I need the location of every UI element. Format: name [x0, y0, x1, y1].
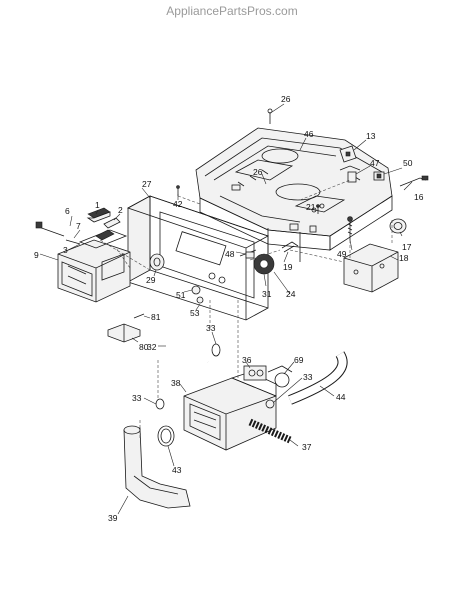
leader-lines	[39, 103, 413, 515]
callout-9: 9	[34, 250, 39, 260]
callout-1: 1	[95, 200, 100, 210]
solenoid-69	[267, 365, 293, 388]
callout-29: 29	[146, 275, 156, 285]
callout-33-upper: 33	[206, 323, 216, 333]
switch-50	[373, 171, 385, 181]
callout-36: 36	[242, 355, 252, 365]
drain-hose-37	[248, 418, 292, 444]
callout-19: 19	[283, 262, 293, 272]
screw-81	[133, 313, 145, 319]
callout-labels: 26 46 13 47 50 27 26 16 1 6 2 7 42 21 3 …	[34, 94, 424, 523]
callout-24: 24	[286, 289, 296, 299]
callout-49: 49	[337, 249, 347, 259]
callout-3: 3	[63, 245, 68, 255]
callout-26-top: 26	[281, 94, 291, 104]
dispenser-cap-1	[86, 207, 111, 223]
clamp-33c	[155, 398, 165, 410]
callout-51: 51	[176, 290, 186, 300]
callout-32: 32	[147, 342, 157, 352]
dispenser-drawer-9	[57, 239, 131, 303]
callout-17: 17	[402, 242, 412, 252]
callout-38: 38	[171, 378, 181, 388]
bracket-19	[281, 241, 299, 253]
tub-assembly-38	[183, 371, 277, 451]
callout-43: 43	[172, 465, 182, 475]
knob-53	[196, 296, 204, 304]
callout-27: 27	[142, 179, 152, 189]
callout-18: 18	[399, 253, 409, 263]
clip-47	[347, 171, 357, 183]
bracket-13	[339, 145, 357, 163]
elbow-hose-39	[123, 425, 191, 509]
callout-37: 37	[302, 442, 312, 452]
harness-16	[399, 175, 429, 187]
screw-49	[347, 216, 353, 240]
siphon-7	[65, 239, 81, 245]
siphon-6	[35, 221, 65, 237]
callout-21: 21	[306, 202, 316, 212]
valve-36	[243, 365, 267, 381]
callout-16: 16	[414, 192, 424, 202]
gear-24	[253, 253, 275, 275]
callout-69: 69	[294, 355, 304, 365]
clamp-33a	[211, 343, 221, 357]
knob-29	[149, 253, 165, 271]
callout-6: 6	[65, 206, 70, 216]
watermark-text: AppliancePartsPros.com	[166, 4, 298, 18]
callout-50: 50	[403, 158, 413, 168]
callout-13: 13	[366, 131, 376, 141]
hose-44	[288, 351, 348, 405]
callout-42: 42	[173, 199, 183, 209]
callout-48: 48	[225, 249, 235, 259]
callout-44: 44	[336, 392, 346, 402]
callout-47: 47	[370, 158, 380, 168]
callout-33-left: 33	[132, 393, 142, 403]
timer-18	[343, 243, 399, 293]
callout-53: 53	[190, 308, 200, 318]
callout-81: 81	[151, 312, 161, 322]
screw-26-top	[267, 108, 273, 124]
assembly-guide-lines	[99, 179, 393, 440]
callout-46: 46	[304, 129, 314, 139]
selector-48	[239, 249, 257, 259]
top-frame-assembly	[195, 127, 393, 262]
callout-39: 39	[108, 513, 118, 523]
seal-43	[157, 425, 175, 447]
knob-17	[389, 218, 407, 234]
callout-2: 2	[118, 205, 123, 215]
callout-26-frame: 26	[253, 167, 263, 177]
knob-51	[191, 285, 201, 295]
bracket-80	[107, 323, 141, 343]
hose-32	[163, 342, 211, 365]
callout-7: 7	[76, 221, 81, 231]
callout-33-right: 33	[303, 372, 313, 382]
callout-31: 31	[262, 289, 272, 299]
callout-80: 80	[139, 342, 149, 352]
dispenser-cap-2	[95, 217, 121, 241]
clamp-33b	[265, 399, 275, 409]
